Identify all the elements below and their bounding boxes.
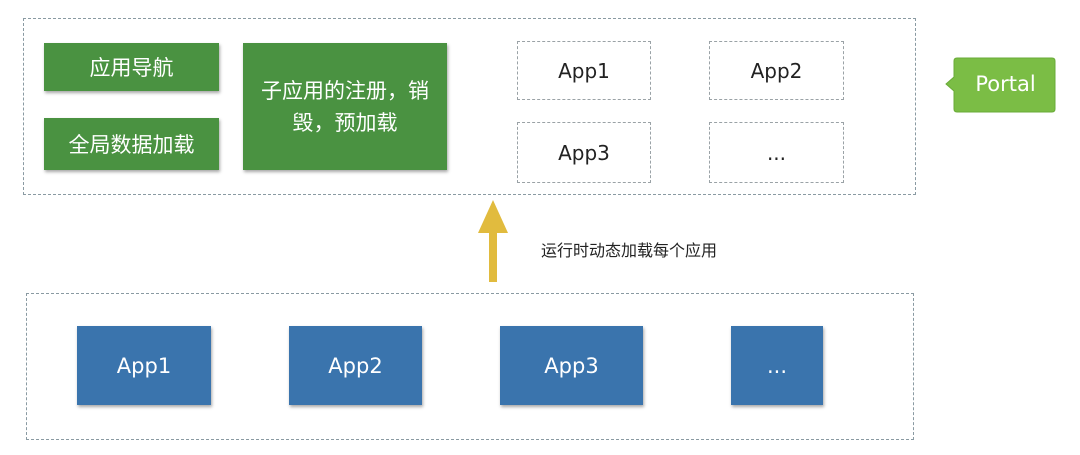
sub-apps-layer-frame: [26, 293, 914, 440]
sub-app-lifecycle-box: 子应用的注册，销毁，预加载: [243, 43, 447, 170]
sub-app-label: App3: [544, 353, 599, 378]
sub-app-lifecycle-label: 子应用的注册，销毁，预加载: [261, 78, 429, 135]
sub-app-label: App2: [328, 353, 383, 378]
sub-app-box: App3: [500, 326, 643, 405]
sub-app-label: ...: [766, 353, 788, 378]
global-data-loading-box: 全局数据加载: [44, 118, 219, 170]
portal-app-slot: App1: [517, 41, 651, 100]
portal-app-slot-label: App1: [558, 58, 610, 83]
portal-app-slot-label: App2: [750, 58, 803, 83]
portal-badge-label: Portal: [975, 72, 1036, 96]
portal-app-slot-label: App3: [558, 140, 610, 165]
sub-app-label: App1: [116, 353, 172, 378]
portal-app-slot-label: ...: [766, 140, 787, 165]
portal-app-slot: App3: [517, 122, 651, 183]
global-data-loading-label: 全局数据加载: [68, 133, 195, 157]
sub-app-box: ...: [731, 326, 823, 405]
sub-app-box: App1: [77, 326, 211, 405]
portal-app-slot: App2: [709, 41, 844, 100]
up-arrow-icon: [478, 200, 508, 282]
portal-badge: Portal: [945, 55, 1056, 113]
portal-app-slot: ...: [709, 122, 844, 183]
sub-app-box: App2: [289, 326, 422, 405]
portal-badge-shape: [945, 57, 1056, 113]
app-navigation-label: 应用导航: [89, 56, 174, 80]
dynamic-load-label: 运行时动态加载每个应用: [541, 241, 718, 260]
portal-layer-frame: [23, 18, 916, 195]
app-navigation-box: 应用导航: [44, 43, 219, 91]
